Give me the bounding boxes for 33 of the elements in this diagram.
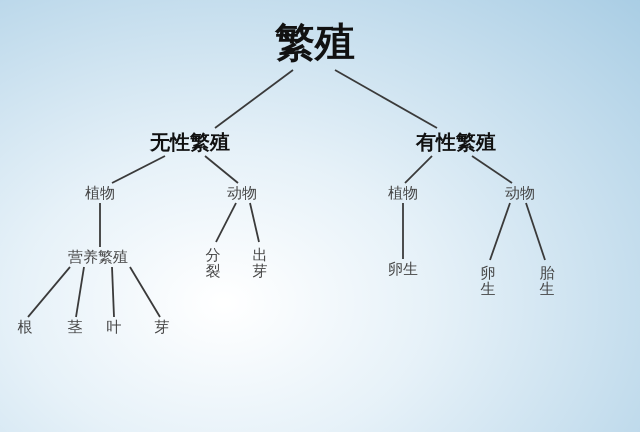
tree-node-label: 无性繁殖 xyxy=(124,128,256,156)
tree-node-label: 植物 xyxy=(78,183,122,203)
connector-line xyxy=(404,155,433,184)
tree-node-label: 茎 xyxy=(65,317,85,337)
connector-line xyxy=(99,203,101,247)
tree-node-label: 动物 xyxy=(220,183,264,203)
connector-line xyxy=(214,69,294,129)
connector-line xyxy=(27,266,71,318)
connector-line xyxy=(129,266,161,318)
root-heading: 繁殖 xyxy=(262,16,368,70)
connector-line xyxy=(215,202,237,242)
connector-line xyxy=(489,202,511,260)
connector-line xyxy=(75,266,85,318)
tree-node-label: 出芽 xyxy=(250,242,270,284)
tree-node-label: 卵生 xyxy=(381,259,425,279)
tree-node-label: 叶 xyxy=(104,317,124,337)
connector-line xyxy=(402,203,404,259)
connector-line xyxy=(204,155,239,184)
tree-node-label: 胎生 xyxy=(537,260,557,302)
connector-line xyxy=(112,155,166,184)
tree-node-label: 根 xyxy=(15,317,35,337)
tree-node-label: 芽 xyxy=(152,317,172,337)
tree-node-label: 营养繁殖 xyxy=(58,247,138,267)
tree-node-label: 有性繁殖 xyxy=(398,128,514,156)
connector-line xyxy=(111,266,115,318)
connector-line xyxy=(472,155,512,184)
tree-node-label: 动物 xyxy=(498,183,542,203)
tree-node-label: 植物 xyxy=(381,183,425,203)
connector-line xyxy=(525,202,546,260)
tree-node-label: 卵生 xyxy=(478,260,498,302)
connector-line xyxy=(334,69,438,129)
tree-node-label: 分裂 xyxy=(203,242,223,284)
connector-line xyxy=(249,202,260,242)
